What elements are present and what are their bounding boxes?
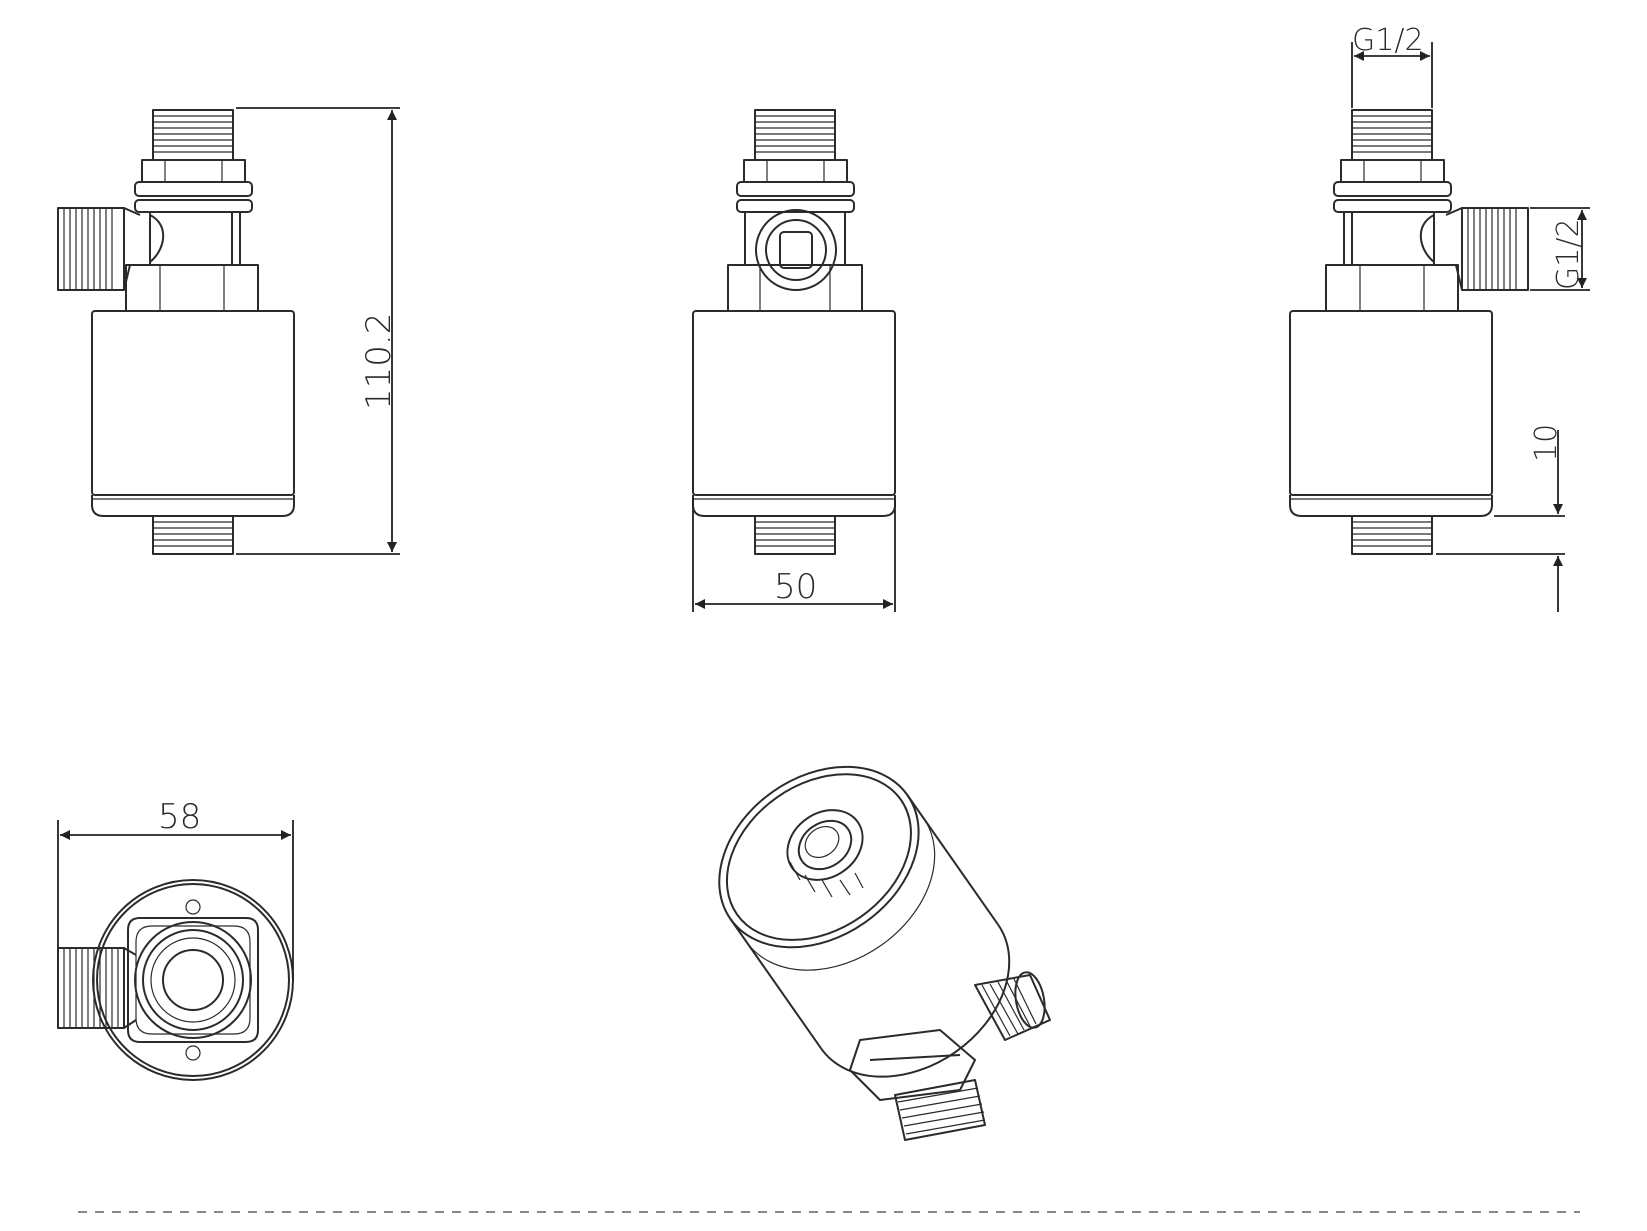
dimension-offset-label: 10 — [1529, 424, 1564, 462]
iso-bottom-thread — [894, 1079, 986, 1141]
dimension-thread-side: G1/2 — [1530, 207, 1590, 291]
dimension-width-front: 50 — [692, 500, 896, 612]
dimension-height: 110.2 — [236, 107, 400, 555]
dimension-width-front-label: 50 — [774, 567, 817, 607]
right-side-thread — [1461, 207, 1529, 291]
flange-2 — [134, 199, 253, 213]
side-view-left — [57, 109, 295, 555]
dimension-thread-top: G1/2 — [1351, 23, 1433, 108]
bottom-side-thread — [57, 947, 125, 1029]
dimension-thread-top-label: G1/2 — [1352, 23, 1424, 58]
side-view-right — [1289, 109, 1529, 555]
mount-hole-bottom — [185, 1045, 201, 1061]
cylinder-body — [91, 310, 295, 496]
bottom-view — [57, 879, 294, 1081]
front-inlet-port — [755, 209, 837, 291]
dimension-offset: 10 — [1436, 424, 1565, 612]
front-cylinder — [692, 310, 896, 496]
dimension-height-label: 110.2 — [359, 313, 399, 410]
iso-hex — [849, 1029, 976, 1101]
bottom-thread — [152, 515, 234, 555]
dimension-thread-side-label: G1/2 — [1551, 218, 1586, 290]
flange-1 — [134, 181, 253, 197]
hex-body — [125, 264, 259, 312]
isometric-view — [718, 765, 1051, 1141]
front-view — [692, 109, 896, 555]
top-nut — [141, 159, 246, 183]
top-thread-hatch — [153, 115, 233, 153]
side-thread — [57, 207, 125, 291]
dimension-width-bottom-label: 58 — [158, 797, 201, 837]
dimension-width-bottom: 58 — [57, 797, 294, 980]
iso-top-thread — [786, 809, 864, 881]
iso-side-inlet — [974, 971, 1051, 1041]
mount-hole-top — [185, 899, 201, 915]
